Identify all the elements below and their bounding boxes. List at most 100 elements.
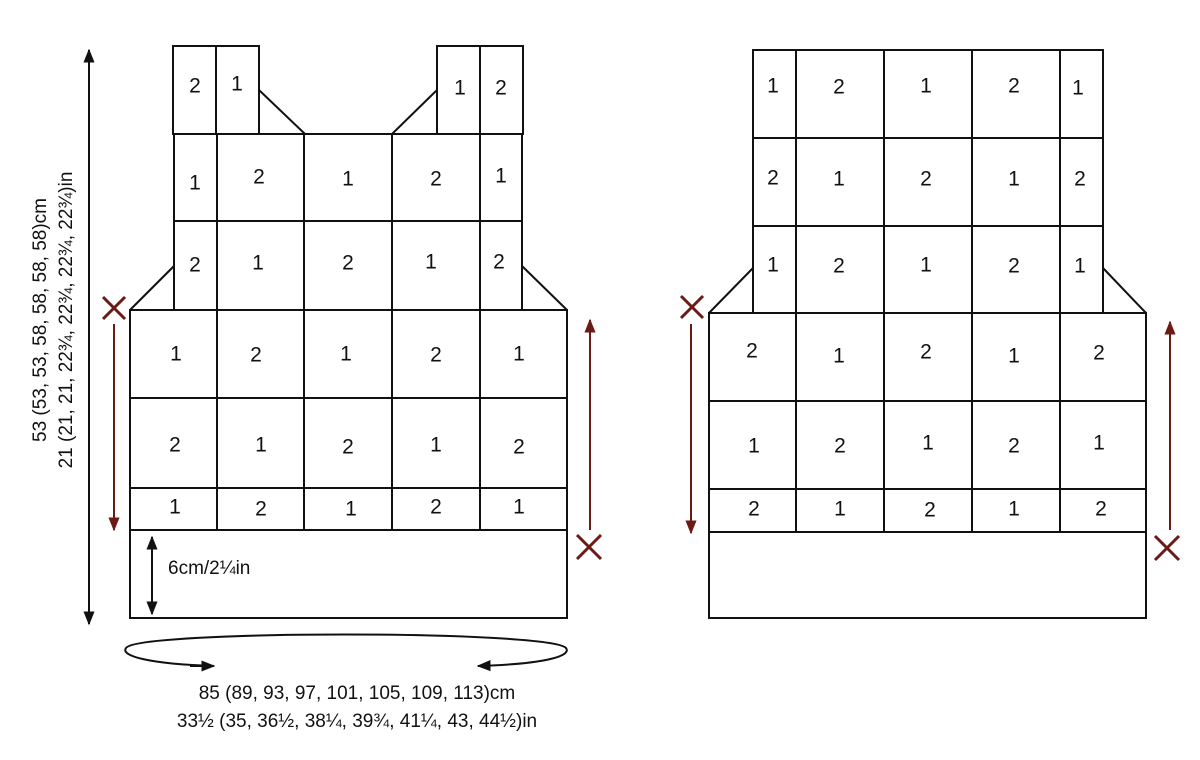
block-label: 2 — [920, 341, 932, 364]
block-label: 1 — [430, 434, 442, 457]
block-label: 2 — [250, 344, 262, 367]
block-label: 1 — [1008, 498, 1020, 521]
armhole-right — [1102, 267, 1147, 314]
block — [1059, 312, 1147, 402]
block-label: 2 — [493, 251, 505, 274]
strap-right: 1 2 — [436, 45, 524, 135]
block-label: 1 — [767, 254, 779, 277]
block — [883, 488, 973, 533]
block — [216, 397, 305, 489]
block-label: 1 — [255, 434, 267, 457]
armhole-left — [129, 265, 175, 311]
strap-left: 2 1 — [172, 45, 260, 135]
block — [216, 309, 305, 399]
block-label: 2 — [430, 168, 442, 191]
block-label: 2 — [342, 436, 354, 459]
block-label: 1 — [1008, 345, 1020, 368]
block — [1059, 49, 1104, 139]
block-label: 1 — [425, 251, 437, 274]
width-cm-label: 85 (89, 93, 97, 101, 105, 109, 113)cm — [199, 683, 516, 704]
block — [303, 220, 393, 311]
block-label: 1 — [922, 432, 934, 455]
rib-band — [129, 529, 568, 619]
block — [479, 45, 524, 135]
neck-left — [258, 89, 306, 135]
back-row-5: 1 2 1 2 1 — [708, 400, 1147, 490]
cross-mark — [1153, 534, 1181, 562]
block-label: 2 — [495, 77, 507, 100]
body-row-3: 1 2 1 2 1 — [129, 487, 568, 531]
body-row-1: 1 2 1 2 1 — [129, 309, 568, 399]
block-label: 1 — [513, 496, 525, 519]
block-label: 1 — [342, 168, 354, 191]
cross-mark — [679, 294, 705, 320]
back-row-1: 1 2 1 2 1 — [752, 49, 1104, 139]
block-label: 2 — [189, 254, 201, 277]
block-label: 2 — [833, 255, 845, 278]
block — [708, 488, 797, 533]
block-label: 2 — [513, 436, 525, 459]
block-label: 2 — [1008, 255, 1020, 278]
cross-mark — [101, 295, 127, 321]
block-label: 1 — [454, 77, 466, 100]
rib-height-label: 6cm/2¼in — [168, 558, 250, 579]
block-label: 1 — [513, 343, 525, 366]
body-row-2: 2 1 2 1 2 — [129, 397, 568, 489]
marker-right — [575, 318, 603, 561]
width-loop-arrow — [124, 633, 568, 672]
block — [752, 137, 797, 227]
block — [303, 397, 393, 489]
block-label: 1 — [767, 75, 779, 98]
back-row-6: 2 1 2 1 2 — [708, 488, 1147, 533]
block — [391, 309, 481, 399]
front-piece: 2 1 1 2 1 2 1 2 1 2 1 — [30, 45, 603, 732]
block — [795, 49, 885, 139]
block-label: 2 — [430, 496, 442, 519]
block-label: 2 — [253, 166, 265, 189]
block — [708, 400, 797, 490]
block-label: 1 — [252, 252, 264, 275]
block-label: 1 — [1074, 255, 1086, 278]
block-label: 2 — [746, 340, 758, 363]
block — [1059, 488, 1147, 533]
back-row-3: 1 2 1 2 1 — [752, 225, 1104, 314]
block — [1059, 225, 1104, 314]
block-label: 2 — [924, 499, 936, 522]
length-in-label: 21 (21, 21, 22¾, 22¾, 22¾, 22¾)in — [56, 172, 77, 469]
block-label: 2 — [920, 168, 932, 191]
block-label: 2 — [748, 498, 760, 521]
block — [883, 400, 973, 490]
block — [216, 133, 305, 222]
block-label: 2 — [1008, 75, 1020, 98]
block-label: 1 — [834, 498, 846, 521]
back-row-4: 2 1 2 1 2 — [708, 312, 1147, 402]
armhole-right — [521, 265, 568, 311]
neck-right — [391, 89, 438, 135]
rib-band — [708, 531, 1147, 619]
yoke-row-1: 1 2 1 2 1 — [173, 133, 523, 222]
block-label: 2 — [189, 75, 201, 98]
block-label: 1 — [920, 75, 932, 98]
back-row-2: 2 1 2 1 2 — [752, 137, 1104, 227]
block-label: 1 — [1008, 168, 1020, 191]
block — [479, 487, 568, 531]
length-cm-label: 53 (53, 53, 58, 58, 58, 58)cm — [30, 198, 51, 442]
block — [1059, 400, 1147, 490]
block-label: 1 — [231, 73, 243, 96]
block — [883, 49, 973, 139]
block — [795, 312, 885, 402]
yoke-row-2: 2 1 2 1 2 — [173, 220, 523, 311]
block — [479, 309, 568, 399]
block-label: 1 — [1093, 432, 1105, 455]
block-label: 1 — [345, 498, 357, 521]
block — [303, 309, 393, 399]
marker-left — [101, 295, 127, 532]
block-label: 2 — [169, 434, 181, 457]
block-label: 1 — [170, 343, 182, 366]
block-label: 2 — [1093, 342, 1105, 365]
block-label: 1 — [833, 168, 845, 191]
block-label: 1 — [169, 496, 181, 519]
block — [303, 487, 393, 531]
block-label: 1 — [748, 435, 760, 458]
back-piece: 1 2 1 2 1 2 1 2 1 2 1 2 — [679, 49, 1181, 619]
